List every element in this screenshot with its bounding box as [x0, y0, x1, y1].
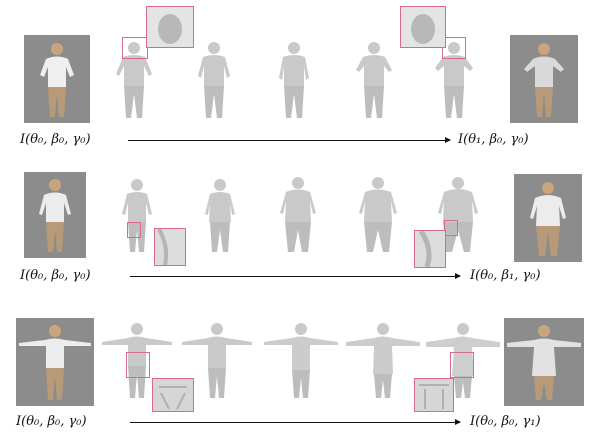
render-photo-right — [514, 174, 582, 262]
start-label: I(θ₀, β₀, γ₀) — [20, 132, 91, 147]
mesh-figure — [424, 322, 502, 400]
mesh-figure — [100, 322, 174, 400]
zoom-inset — [152, 378, 194, 412]
mesh-figure — [276, 176, 320, 254]
render-photo-left — [24, 35, 90, 123]
render-photo-left — [24, 172, 86, 258]
end-label: I(θ₀, β₀, γ₁) — [470, 414, 541, 429]
mesh-figure — [112, 40, 156, 120]
mesh-figure — [200, 178, 240, 254]
zoom-inset — [154, 228, 186, 266]
highlight-box — [444, 220, 458, 236]
start-label: I(θ₀, β₀, γ₀) — [16, 414, 87, 429]
end-label: I(θ₀, β₁, γ₀) — [470, 268, 541, 283]
interpolation-arrow — [130, 419, 461, 425]
render-photo-right — [510, 35, 578, 123]
zoom-inset — [414, 378, 454, 412]
zoom-inset — [400, 6, 446, 48]
mesh-figure — [192, 40, 236, 120]
end-label: I(θ₁, β₀, γ₀) — [458, 132, 529, 147]
highlight-box — [127, 222, 141, 238]
mesh-figure — [356, 176, 400, 254]
row-garment: I(θ₀, β₀, γ₀) I(θ₀, β₀, γ₁) — [0, 300, 604, 443]
interpolation-arrow — [130, 273, 461, 279]
mesh-figure — [436, 176, 480, 254]
mesh-figure — [432, 40, 476, 120]
mesh-figure — [180, 322, 254, 400]
highlight-box — [450, 352, 474, 378]
row-shape: I(θ₀, β₀, γ₀) I(θ₀, β₁, γ₀) — [0, 150, 604, 295]
mesh-figure — [262, 322, 340, 400]
row-pose: I(θ₀, β₀, γ₀) I(θ₁, β₀, γ₀) — [0, 0, 604, 150]
highlight-box — [122, 37, 148, 59]
interpolation-arrow — [128, 137, 451, 143]
render-photo-right — [504, 318, 584, 406]
highlight-box — [442, 37, 466, 59]
mesh-figure — [352, 40, 396, 120]
mesh-figure — [344, 322, 422, 400]
render-photo-left — [16, 318, 94, 406]
highlight-box — [126, 352, 150, 378]
zoom-inset — [146, 6, 194, 48]
mesh-figure — [117, 178, 157, 254]
start-label: I(θ₀, β₀, γ₀) — [20, 268, 91, 283]
mesh-figure — [272, 40, 316, 120]
zoom-inset — [414, 230, 446, 268]
